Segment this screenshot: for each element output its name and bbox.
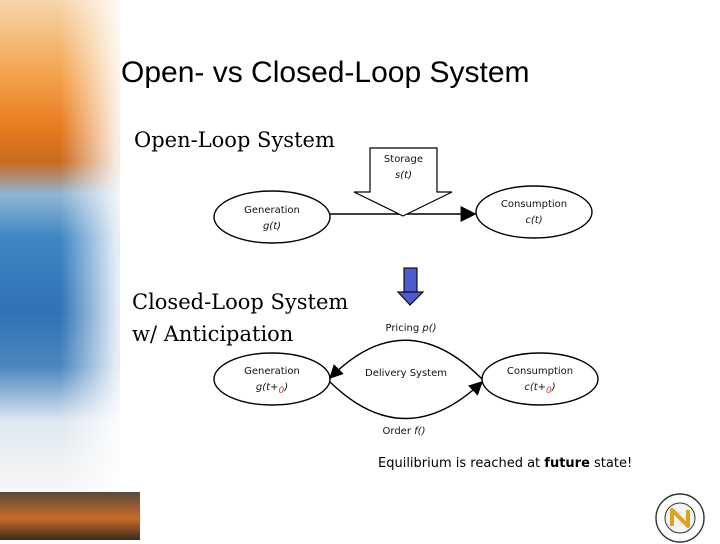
open-generation-label: Generation g(t) <box>244 205 300 232</box>
order-label: Order f() <box>382 426 426 437</box>
university-seal-logo <box>655 493 705 543</box>
open-loop-heading: Open-Loop System <box>134 128 335 152</box>
closed-consumption-label: Consumption c(t+0) <box>506 366 574 396</box>
closed-loop-heading-line2: w/ Anticipation <box>132 322 294 346</box>
delivery-system-label: Delivery System <box>365 368 447 379</box>
closed-generation-label: Generation g(t+0) <box>244 366 300 396</box>
pricing-arrow <box>329 339 483 380</box>
order-arrow <box>329 381 484 420</box>
closed-loop-heading: Closed-Loop System w/ Anticipation <box>132 286 348 350</box>
transition-arrow-head <box>396 291 425 306</box>
closed-generation-node <box>213 352 331 406</box>
storage-node <box>353 147 453 217</box>
sidebar-fade <box>60 0 140 540</box>
closed-loop-heading-line1: Closed-Loop System <box>132 290 349 314</box>
transition-arrow-shaft <box>403 267 418 293</box>
open-generation-node <box>213 190 331 244</box>
conclusion-text: Equilibrium is reached at future state! <box>378 456 633 471</box>
storage-label: Storage s(t) <box>383 154 424 181</box>
sunset-image <box>0 492 140 540</box>
slide-title: Open- vs Closed-Loop System <box>121 56 530 89</box>
pricing-label: Pricing p() <box>385 323 437 334</box>
open-consumption-label: Consumption c(t) <box>500 199 568 226</box>
